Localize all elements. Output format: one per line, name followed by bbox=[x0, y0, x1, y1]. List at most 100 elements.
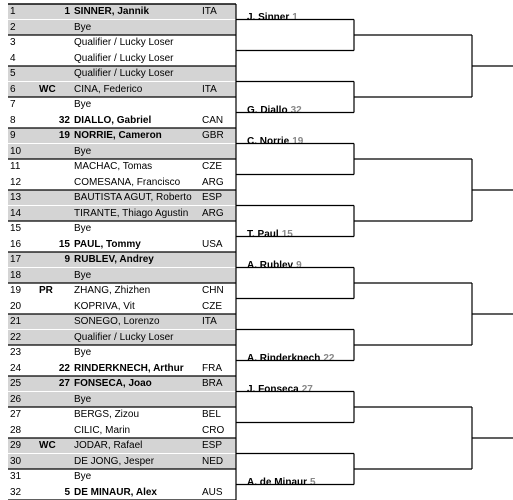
player-name: Qualifier / Lucky Loser bbox=[74, 331, 174, 343]
draw-position: 9 bbox=[10, 130, 16, 141]
player-country: ARG bbox=[202, 176, 224, 188]
player-country: ESP bbox=[202, 192, 223, 203]
player-seed: 1 bbox=[64, 6, 70, 17]
winner-name: J. Sinner bbox=[247, 11, 290, 23]
player-seed: 9 bbox=[64, 254, 70, 265]
player-name: BERGS, Zizou bbox=[74, 409, 140, 420]
player-name: RINDERKNECH, Arthur bbox=[74, 362, 184, 374]
player-country: FRA bbox=[202, 362, 222, 374]
draw-row: 17 9 RUBLEV, Andrey bbox=[8, 252, 236, 267]
draw-row: 10 Bye bbox=[8, 143, 236, 159]
entry-tag: PR bbox=[39, 285, 53, 296]
player-country: CZE bbox=[202, 300, 222, 312]
player-seed: 32 bbox=[58, 114, 70, 126]
player-seed: 5 bbox=[64, 486, 70, 498]
player-seed: 19 bbox=[58, 130, 70, 141]
player-country: CZE bbox=[202, 161, 222, 172]
winner-seed: 27 bbox=[301, 383, 313, 395]
draw-position: 8 bbox=[10, 114, 16, 126]
winner-seed: 22 bbox=[323, 352, 335, 364]
draw-position: 25 bbox=[10, 378, 22, 389]
player-name: DE JONG, Jesper bbox=[74, 455, 155, 467]
player-name: KOPRIVA, Vit bbox=[74, 300, 135, 312]
player-country: CAN bbox=[202, 114, 224, 126]
draw-position: 6 bbox=[10, 83, 16, 95]
draw-position: 19 bbox=[10, 285, 22, 296]
player-name: COMESANA, Francisco bbox=[74, 176, 181, 188]
player-country: BRA bbox=[202, 378, 223, 389]
draw-position: 11 bbox=[10, 161, 21, 172]
player-name: NORRIE, Cameron bbox=[74, 130, 162, 141]
draw-position: 20 bbox=[10, 300, 22, 312]
entry-tag: WC bbox=[39, 440, 56, 451]
winner-name: A. Rublev bbox=[247, 259, 294, 271]
winner-seed: 19 bbox=[292, 135, 304, 147]
draw-row: 25 27 FONSECA, Joao BRA bbox=[8, 376, 236, 391]
draw-position: 1 bbox=[10, 6, 16, 17]
player-name: DE MINAUR, Alex bbox=[74, 486, 157, 498]
player-country: ITA bbox=[202, 83, 217, 95]
player-seed: 27 bbox=[58, 378, 70, 389]
draw-position: 17 bbox=[10, 254, 22, 265]
draw-position: 14 bbox=[10, 207, 22, 219]
player-name: FONSECA, Joao bbox=[74, 378, 152, 389]
player-country: ITA bbox=[202, 6, 217, 17]
draw-row: 7 Bye bbox=[8, 97, 236, 112]
winner-seed: 5 bbox=[310, 476, 316, 488]
draw-position: 28 bbox=[10, 424, 22, 436]
player-country: BEL bbox=[202, 409, 221, 420]
draw-row: 30 DE JONG, Jesper NED bbox=[8, 453, 236, 469]
player-name: JODAR, Rafael bbox=[74, 440, 143, 451]
player-name: Bye bbox=[74, 269, 92, 281]
draw-position: 7 bbox=[10, 99, 16, 110]
draw-row: 18 Bye bbox=[8, 267, 236, 283]
draw-position: 21 bbox=[10, 316, 22, 327]
player-name: RUBLEV, Andrey bbox=[74, 254, 154, 265]
draw-row: 13 BAUTISTA AGUT, Roberto ESP bbox=[8, 190, 236, 205]
draw-position: 5 bbox=[10, 68, 16, 79]
winner-name: C. Norrie bbox=[247, 135, 290, 147]
player-name: BAUTISTA AGUT, Roberto bbox=[74, 192, 192, 203]
player-name: Bye bbox=[74, 347, 92, 358]
player-name: Bye bbox=[74, 145, 92, 157]
player-country: NED bbox=[202, 455, 224, 467]
draw-position: 10 bbox=[10, 145, 22, 157]
entry-tag: WC bbox=[39, 83, 56, 95]
player-name: Bye bbox=[74, 99, 92, 110]
draw-row: 20 KOPRIVA, Vit CZE bbox=[8, 299, 236, 314]
draw-position: 13 bbox=[10, 192, 22, 203]
draw-position: 30 bbox=[10, 455, 22, 467]
player-name: Qualifier / Lucky Loser bbox=[74, 52, 174, 64]
winner-seed: 32 bbox=[290, 104, 302, 116]
draw-position: 26 bbox=[10, 393, 22, 405]
draw-position: 22 bbox=[10, 331, 22, 343]
draw-position: 24 bbox=[10, 362, 22, 374]
player-seed: 15 bbox=[58, 238, 70, 250]
draw-position: 15 bbox=[10, 223, 22, 234]
draw-position: 18 bbox=[10, 269, 22, 281]
player-country: ITA bbox=[202, 316, 217, 327]
